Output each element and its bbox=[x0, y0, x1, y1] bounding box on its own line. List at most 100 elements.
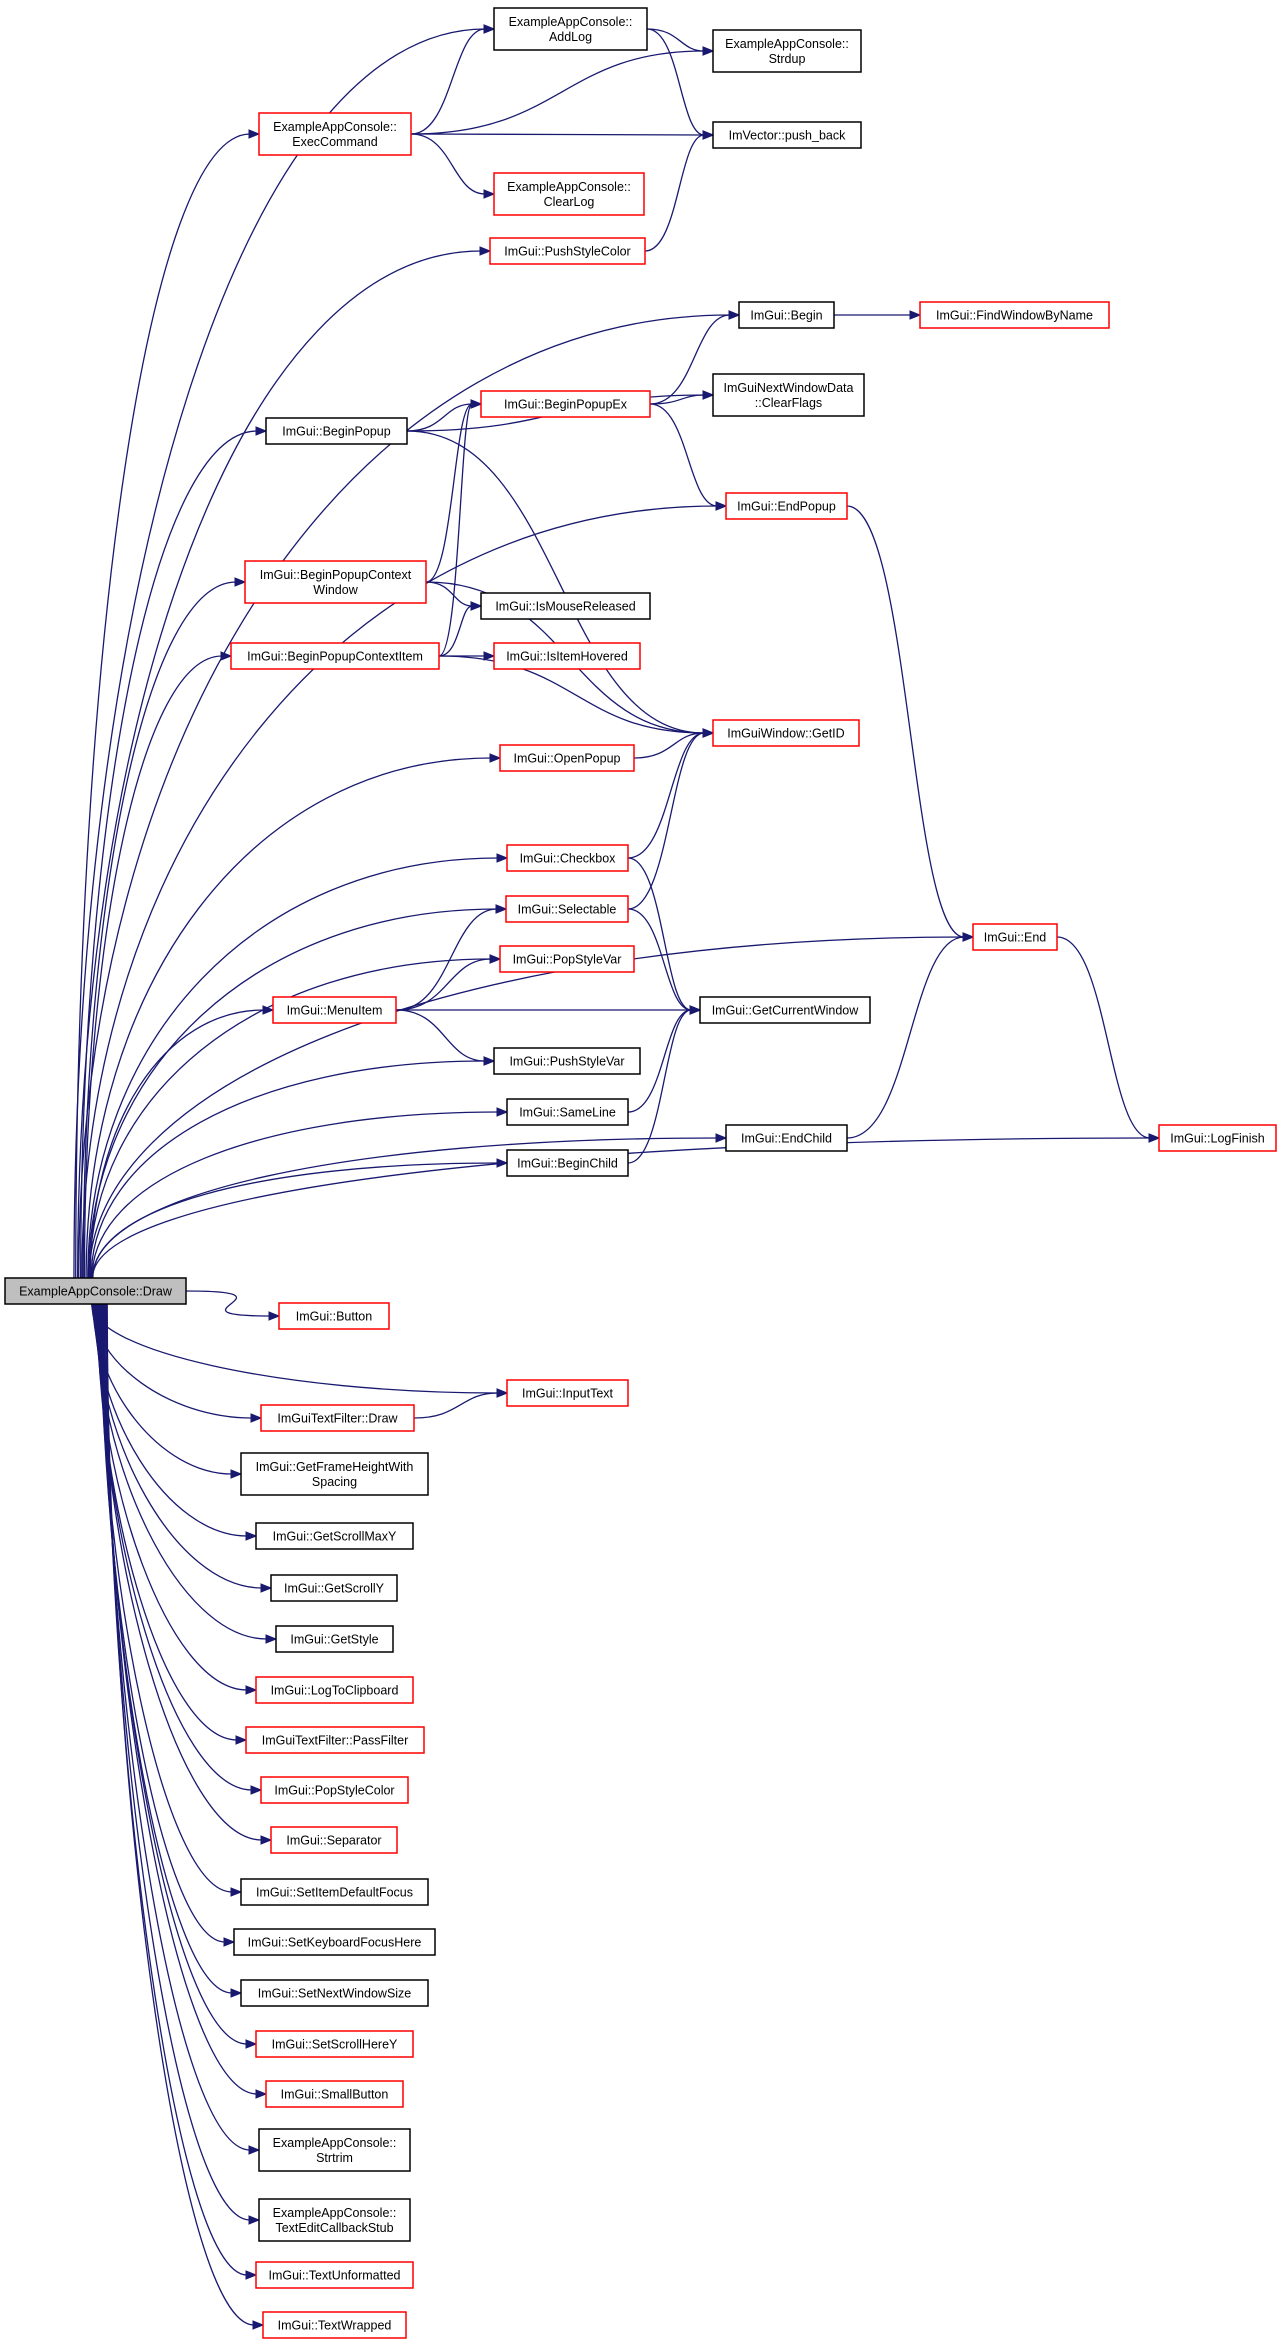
node-pushback[interactable]: ImVector::push_back bbox=[712, 121, 862, 149]
arrowhead bbox=[245, 2270, 258, 2280]
node-endpopup[interactable]: ImGui::EndPopup bbox=[725, 492, 848, 520]
edge-line bbox=[438, 403, 473, 657]
node-openpopup[interactable]: ImGui::OpenPopup bbox=[499, 744, 635, 772]
node-endchild[interactable]: ImGui::EndChild bbox=[725, 1124, 848, 1152]
arrowhead bbox=[479, 246, 492, 256]
node-setnextwindowsize[interactable]: ImGui::SetNextWindowSize bbox=[240, 1979, 429, 2007]
node-getstyle[interactable]: ImGui::GetStyle bbox=[275, 1625, 394, 1653]
node-getid[interactable]: ImGuiWindow::GetID bbox=[712, 719, 860, 747]
arrowhead bbox=[245, 2039, 258, 2049]
node-texteditcb[interactable]: ExampleAppConsole::TextEditCallbackStub bbox=[258, 2198, 411, 2242]
node-ismousereleased[interactable]: ImGui::IsMouseReleased bbox=[480, 592, 651, 620]
node-strtrim[interactable]: ExampleAppConsole::Strtrim bbox=[258, 2128, 411, 2172]
node-textwrapped[interactable]: ImGui::TextWrapped bbox=[262, 2311, 407, 2339]
edge-line bbox=[627, 857, 692, 1011]
edge-line bbox=[91, 1137, 718, 1279]
node-label: ImGui::PushStyleColor bbox=[504, 245, 630, 259]
node-begin[interactable]: ImGui::Begin bbox=[738, 301, 835, 329]
edge-draw-to-pushstylecolor bbox=[77, 246, 492, 1279]
node-inputtext[interactable]: ImGui::InputText bbox=[506, 1379, 629, 1407]
node-getscrolly[interactable]: ImGui::GetScrollY bbox=[270, 1574, 398, 1602]
edge-draw-to-textwrapped bbox=[106, 1303, 265, 2330]
node-smallbutton[interactable]: ImGui::SmallButton bbox=[265, 2080, 404, 2108]
node-end[interactable]: ImGui::End bbox=[972, 923, 1058, 951]
edge-line bbox=[78, 314, 731, 1279]
node-box bbox=[255, 2030, 414, 2058]
node-setkeyboardfocushere[interactable]: ImGui::SetKeyboardFocusHere bbox=[233, 1928, 436, 1956]
node-menuitem[interactable]: ImGui::MenuItem bbox=[272, 996, 397, 1024]
arrowhead bbox=[245, 1685, 258, 1695]
node-box bbox=[4, 1277, 187, 1305]
node-findwindow[interactable]: ImGui::FindWindowByName bbox=[919, 301, 1110, 329]
node-popstylecolor[interactable]: ImGui::PopStyleColor bbox=[260, 1776, 409, 1804]
node-checkbox[interactable]: ImGui::Checkbox bbox=[506, 844, 629, 872]
node-passfilter[interactable]: ImGuiTextFilter::PassFilter bbox=[245, 1726, 425, 1754]
node-draw[interactable]: ExampleAppConsole::Draw bbox=[4, 1277, 187, 1305]
node-selectable[interactable]: ImGui::Selectable bbox=[505, 895, 629, 923]
node-setitemdefaultfocus[interactable]: ImGui::SetItemDefaultFocus bbox=[240, 1878, 429, 1906]
node-beginpopup[interactable]: ImGui::BeginPopup bbox=[265, 417, 408, 445]
node-beginchild[interactable]: ImGui::BeginChild bbox=[506, 1149, 629, 1177]
node-setscrollherey[interactable]: ImGui::SetScrollHereY bbox=[255, 2030, 414, 2058]
node-pushstylevar[interactable]: ImGui::PushStyleVar bbox=[493, 1047, 641, 1075]
node-getscrollmaxy[interactable]: ImGui::GetScrollMaxY bbox=[255, 1522, 414, 1550]
node-pushstylecolor[interactable]: ImGui::PushStyleColor bbox=[489, 237, 646, 265]
arrowhead bbox=[234, 577, 247, 587]
node-label: ImGui::PushStyleVar bbox=[509, 1055, 624, 1069]
node-button[interactable]: ImGui::Button bbox=[278, 1302, 390, 1330]
arrowhead bbox=[235, 1735, 248, 1745]
edge-draw-to-openpopup bbox=[85, 753, 502, 1279]
edge-line bbox=[410, 133, 705, 136]
node-clearflags[interactable]: ImGuiNextWindowData::ClearFlags bbox=[712, 373, 865, 417]
edge-line bbox=[101, 1303, 248, 2045]
arrowhead bbox=[262, 1005, 275, 1015]
node-box bbox=[493, 642, 641, 670]
node-label: ::ClearFlags bbox=[755, 396, 822, 410]
node-separator[interactable]: ImGui::Separator bbox=[270, 1826, 398, 1854]
edge-line bbox=[413, 1392, 499, 1419]
node-label: ImGui::OpenPopup bbox=[513, 752, 620, 766]
edge-draw-to-logtoclipboard bbox=[96, 1303, 258, 1695]
node-label: ExampleAppConsole:: bbox=[507, 180, 631, 194]
node-box bbox=[712, 719, 860, 747]
node-box bbox=[499, 744, 635, 772]
node-label: ImGui::Button bbox=[296, 1310, 372, 1324]
node-box bbox=[245, 1726, 425, 1754]
node-logtoclipboard[interactable]: ImGui::LogToClipboard bbox=[255, 1676, 414, 1704]
edge-line bbox=[102, 1303, 258, 2095]
node-beginpopupex[interactable]: ImGui::BeginPopupEx bbox=[480, 390, 651, 418]
node-addlog[interactable]: ExampleAppConsole::AddLog bbox=[493, 7, 648, 51]
edge-line bbox=[395, 908, 498, 1011]
edge-line bbox=[646, 28, 705, 136]
arrowhead bbox=[245, 1531, 258, 1541]
edge-line bbox=[425, 581, 473, 607]
node-bpci[interactable]: ImGui::BeginPopupContextItem bbox=[230, 642, 440, 670]
node-box bbox=[265, 2080, 404, 2108]
node-label: ExampleAppConsole:: bbox=[273, 2206, 397, 2220]
arrowhead bbox=[470, 601, 483, 611]
node-popstylevar[interactable]: ImGui::PopStyleVar bbox=[499, 945, 635, 973]
node-sameline[interactable]: ImGui::SameLine bbox=[506, 1098, 629, 1126]
arrowhead bbox=[230, 1988, 243, 1998]
node-box bbox=[699, 996, 871, 1024]
node-tfdraw[interactable]: ImGuiTextFilter::Draw bbox=[260, 1404, 415, 1432]
node-isitemhovered[interactable]: ImGui::IsItemHovered bbox=[493, 642, 641, 670]
edge-beginpopupex-to-endpopup bbox=[649, 403, 728, 511]
edge-line bbox=[185, 1290, 271, 1317]
node-textunformatted[interactable]: ImGui::TextUnformatted bbox=[255, 2261, 414, 2289]
node-label: ImGui::Checkbox bbox=[520, 852, 617, 866]
node-logfinish[interactable]: ImGui::LogFinish bbox=[1158, 1124, 1277, 1152]
node-exec[interactable]: ExampleAppConsole::ExecCommand bbox=[258, 112, 412, 156]
node-box bbox=[489, 237, 646, 265]
arrowhead bbox=[689, 1005, 702, 1015]
edge-line bbox=[92, 1303, 233, 1475]
node-getcurrentwindow[interactable]: ImGui::GetCurrentWindow bbox=[699, 996, 871, 1024]
node-clearlog[interactable]: ExampleAppConsole::ClearLog bbox=[493, 172, 645, 216]
node-strdup[interactable]: ExampleAppConsole::Strdup bbox=[712, 29, 862, 73]
node-label: ImGui::EndChild bbox=[741, 1132, 832, 1146]
node-label: ImGui::GetCurrentWindow bbox=[712, 1004, 860, 1018]
arrowhead bbox=[483, 189, 496, 199]
